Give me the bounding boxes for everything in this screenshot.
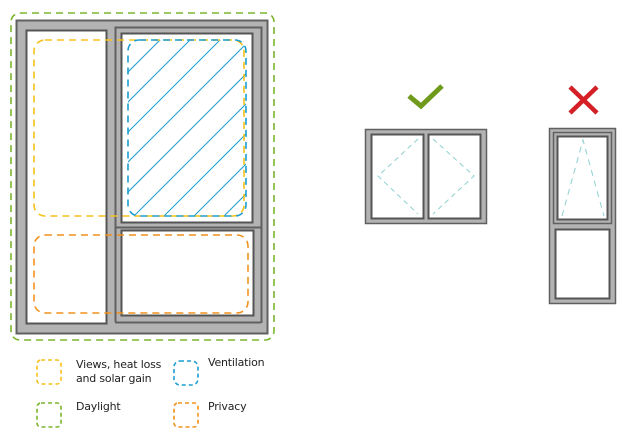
legend-label-views-line1: Views, heat loss: [76, 358, 162, 371]
ventilation-hatch: [128, 40, 246, 216]
privacy-zone: [33, 234, 249, 314]
legend-label-ventilation-line1: Ventilation: [208, 356, 265, 369]
right-casement-glass: [120, 32, 254, 224]
daylight-zone: [10, 12, 275, 341]
legend-label-daylight: Daylight: [76, 400, 121, 414]
right-sash-opening-indicator: [432, 138, 475, 215]
right-lower-pane: [120, 229, 255, 317]
left-sash-opening-indicator: [377, 138, 419, 215]
legend-label-privacy-line1: Privacy: [208, 400, 247, 413]
left-pane: [25, 29, 108, 325]
legend-label-privacy: Privacy: [208, 400, 247, 414]
check-icon: [407, 84, 444, 110]
legend-label-views: Views, heat loss and solar gain: [76, 358, 161, 386]
legend-swatch-views: [36, 359, 62, 385]
legend-swatch-daylight: [36, 402, 62, 428]
views-zone: [33, 39, 245, 217]
legend-label-ventilation: Ventilation: [208, 356, 265, 370]
cross-icon: [568, 85, 599, 115]
good-example-window: [364, 128, 488, 225]
legend-label-views-line2: and solar gain: [76, 372, 152, 385]
legend-swatch-privacy: [173, 402, 199, 428]
legend-swatch-ventilation: [173, 360, 199, 386]
legend-label-daylight-line1: Daylight: [76, 400, 121, 413]
bad-example-window: [548, 127, 617, 305]
ventilation-zone: [127, 39, 247, 217]
top-sash-opening-indicator: [561, 138, 605, 217]
main-window: [15, 19, 269, 335]
